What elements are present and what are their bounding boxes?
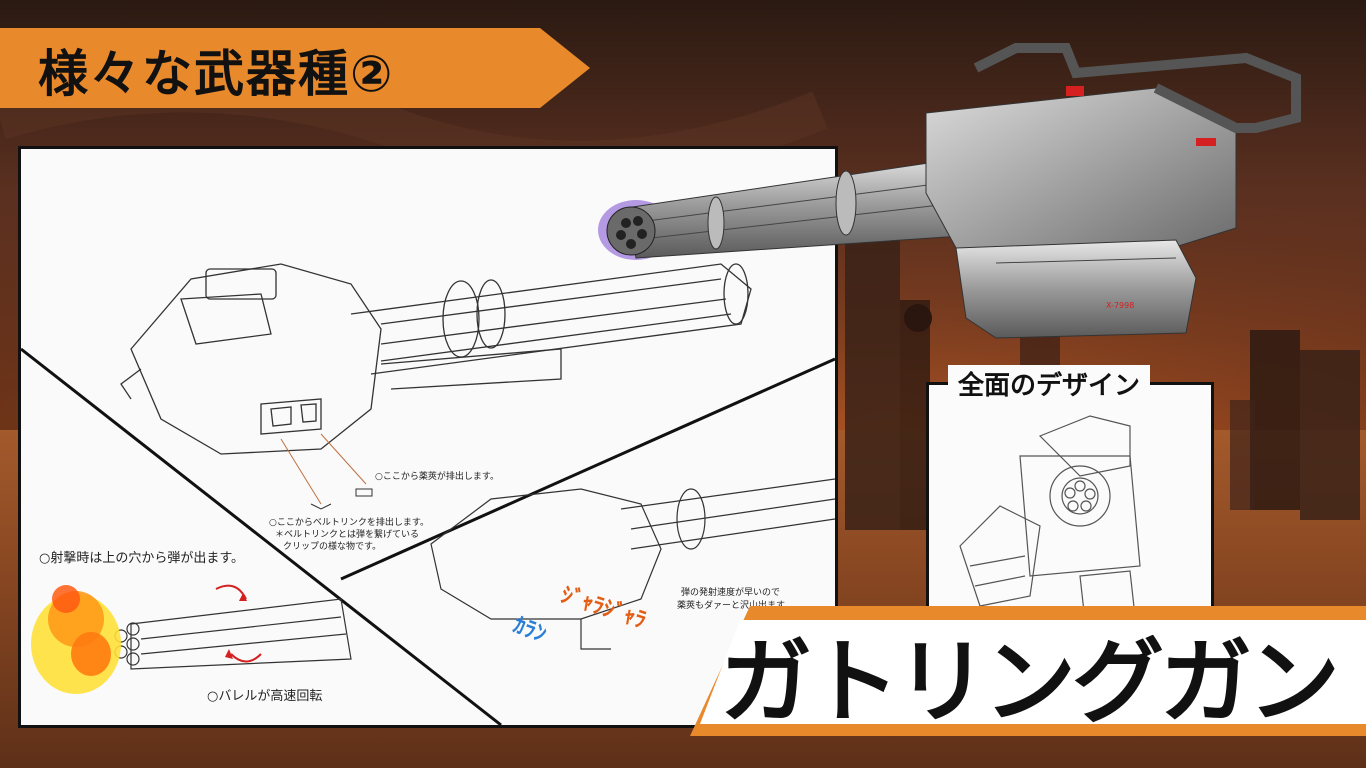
title-banner — [0, 28, 590, 108]
gatling-sketch-drawing — [21, 263, 835, 725]
note-fire-rate-2: 薬莢もダァーと沢山出ます。 — [677, 601, 794, 611]
weapon-name: ガトリングガン — [720, 629, 1340, 736]
weapon-name-banner-inner — [700, 620, 1366, 724]
note-barrel-rotate: ○バレルが高速回転 — [207, 689, 323, 704]
svg-text:X-7998: X-7998 — [1106, 301, 1134, 310]
sketch-sheet: ○ここから薬莢が排出します。 ○ここからベルトリンクを排出します。 ＊ベルトリン… — [18, 146, 838, 728]
front-view-panel — [926, 382, 1214, 650]
muzzle-flash — [31, 585, 121, 694]
note-belt-link-2: ＊ベルトリンクとは弾を繋げている — [275, 530, 420, 540]
front-view-sketch — [959, 415, 1141, 622]
gatling-gun-render: X-7998 — [598, 43, 1301, 339]
front-view-title: 全面のデザイン — [948, 365, 1151, 402]
slide-title: 様々な武器種② — [38, 45, 395, 103]
note-fire-rate-1: 弾の発射速度が早いので — [681, 588, 781, 598]
note-fire-from-top: ○射撃時は上の穴から弾が出ます。 — [39, 551, 245, 566]
note-belt-link-1: ○ここからベルトリンクを排出します。 — [269, 518, 429, 528]
note-casing-eject: ○ここから薬莢が排出します。 — [375, 472, 499, 482]
note-belt-link-3: クリップの様な物です。 — [283, 542, 382, 552]
